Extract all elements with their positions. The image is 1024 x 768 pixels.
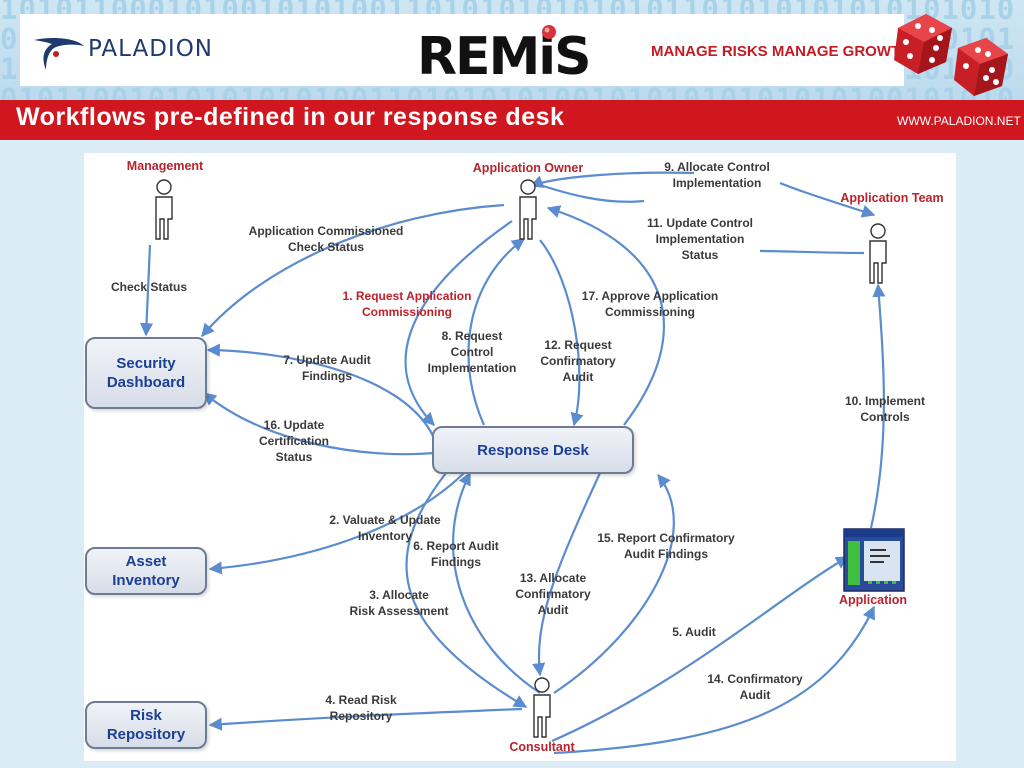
arrow-step12 xyxy=(539,239,584,427)
arrow-step9-owner xyxy=(529,171,695,188)
label-step6: 6. Report Audit Findings xyxy=(413,539,499,569)
workflow-arrows xyxy=(139,171,905,755)
label-step11: 11. Update Control Implementation Status xyxy=(646,216,754,262)
label-step7: 7. Update Audit Findings xyxy=(283,353,371,383)
label-step1: 1. Request Application Commissioning xyxy=(342,289,472,319)
response-desk-box: Response Desk xyxy=(432,426,634,474)
label-step16: 16. Update Certification Status xyxy=(258,418,330,464)
application-team-actor-icon xyxy=(869,223,887,284)
arrow-app-commissioned xyxy=(201,203,505,338)
label-step12: 12. Request Confirmatory Audit xyxy=(540,338,616,384)
arrow-step10 xyxy=(869,283,886,529)
arrow-step14 xyxy=(553,605,875,755)
remis-logo-text: REMiS xyxy=(417,27,590,80)
header-panel xyxy=(20,14,904,86)
asset-inventory-box: Asset Inventory xyxy=(85,547,207,595)
label-step15: 15. Report Confirmatory Audit Findings xyxy=(597,531,735,561)
arrow-step11 xyxy=(533,181,645,203)
tagline: MANAGE RISKS MANAGE GROWTH xyxy=(651,43,911,60)
application-owner-actor-icon xyxy=(519,179,537,240)
arrow-step1 xyxy=(404,220,513,426)
label-step8: 8. Request Control Implementation xyxy=(427,329,517,375)
consultant-label: Consultant xyxy=(509,740,575,754)
label-step13: 13. Allocate Confirmatory Audit xyxy=(515,571,591,617)
security-dashboard-box: Security Dashboard xyxy=(85,337,207,409)
site-url: WWW.PALADION.NET xyxy=(897,114,1021,128)
label-step2: 2. Valuate & Update Inventory xyxy=(329,513,441,543)
arrow-step16 xyxy=(202,392,435,456)
label-step3: 3. Allocate Risk Assessment xyxy=(349,588,449,618)
label-app-commissioned: Application Commissioned Check Status xyxy=(248,224,404,254)
paladion-brand-name: PALADION xyxy=(88,36,214,62)
label-step17: 17. Approve Application Commissioning xyxy=(581,289,719,319)
arrow-step17 xyxy=(546,205,666,426)
arrow-step7 xyxy=(206,343,435,439)
workflow-diagram: Management Application Owner Application… xyxy=(84,153,956,761)
arrow-step5 xyxy=(551,556,850,743)
arrow-step2 xyxy=(208,472,465,575)
arrow-step15 xyxy=(553,473,675,694)
management-actor-icon xyxy=(155,179,173,240)
remis-logo: REMiS xyxy=(417,25,590,80)
arrow-step11-team xyxy=(759,249,865,255)
arrow-step8 xyxy=(467,238,526,426)
application-team-label: Application Team xyxy=(840,191,944,205)
arrow-step3 xyxy=(405,472,528,708)
application-owner-label: Application Owner xyxy=(472,161,584,175)
title-bar: Workflows pre-defined in our response de… xyxy=(0,100,1024,140)
slide-title: Workflows pre-defined in our response de… xyxy=(16,103,565,131)
arrow-check-status xyxy=(139,244,154,337)
arrow-step13 xyxy=(532,472,601,677)
label-step5: 5. Audit xyxy=(672,625,716,639)
dice-icon xyxy=(894,14,1008,96)
header-banner: 1010110001010010101001101010101010101101… xyxy=(0,0,1024,100)
label-step10: 10. Implement Controls xyxy=(844,394,926,424)
management-label: Management xyxy=(126,159,204,173)
paladion-swoosh-icon xyxy=(34,38,84,70)
arrow-step9 xyxy=(779,181,876,218)
application-label: Application xyxy=(838,593,908,607)
risk-repository-box: Risk Repository xyxy=(85,701,207,749)
label-step9: 9. Allocate Control Implementation xyxy=(664,160,770,190)
arrow-step4 xyxy=(208,707,523,731)
label-step14: 14. Confirmatory Audit xyxy=(707,672,803,702)
label-step4: 4. Read Risk Repository xyxy=(325,693,397,723)
consultant-actor-icon xyxy=(533,677,551,738)
application-window-icon xyxy=(843,528,905,592)
label-check-status: Check Status xyxy=(110,280,188,294)
arrow-step6 xyxy=(451,471,541,694)
